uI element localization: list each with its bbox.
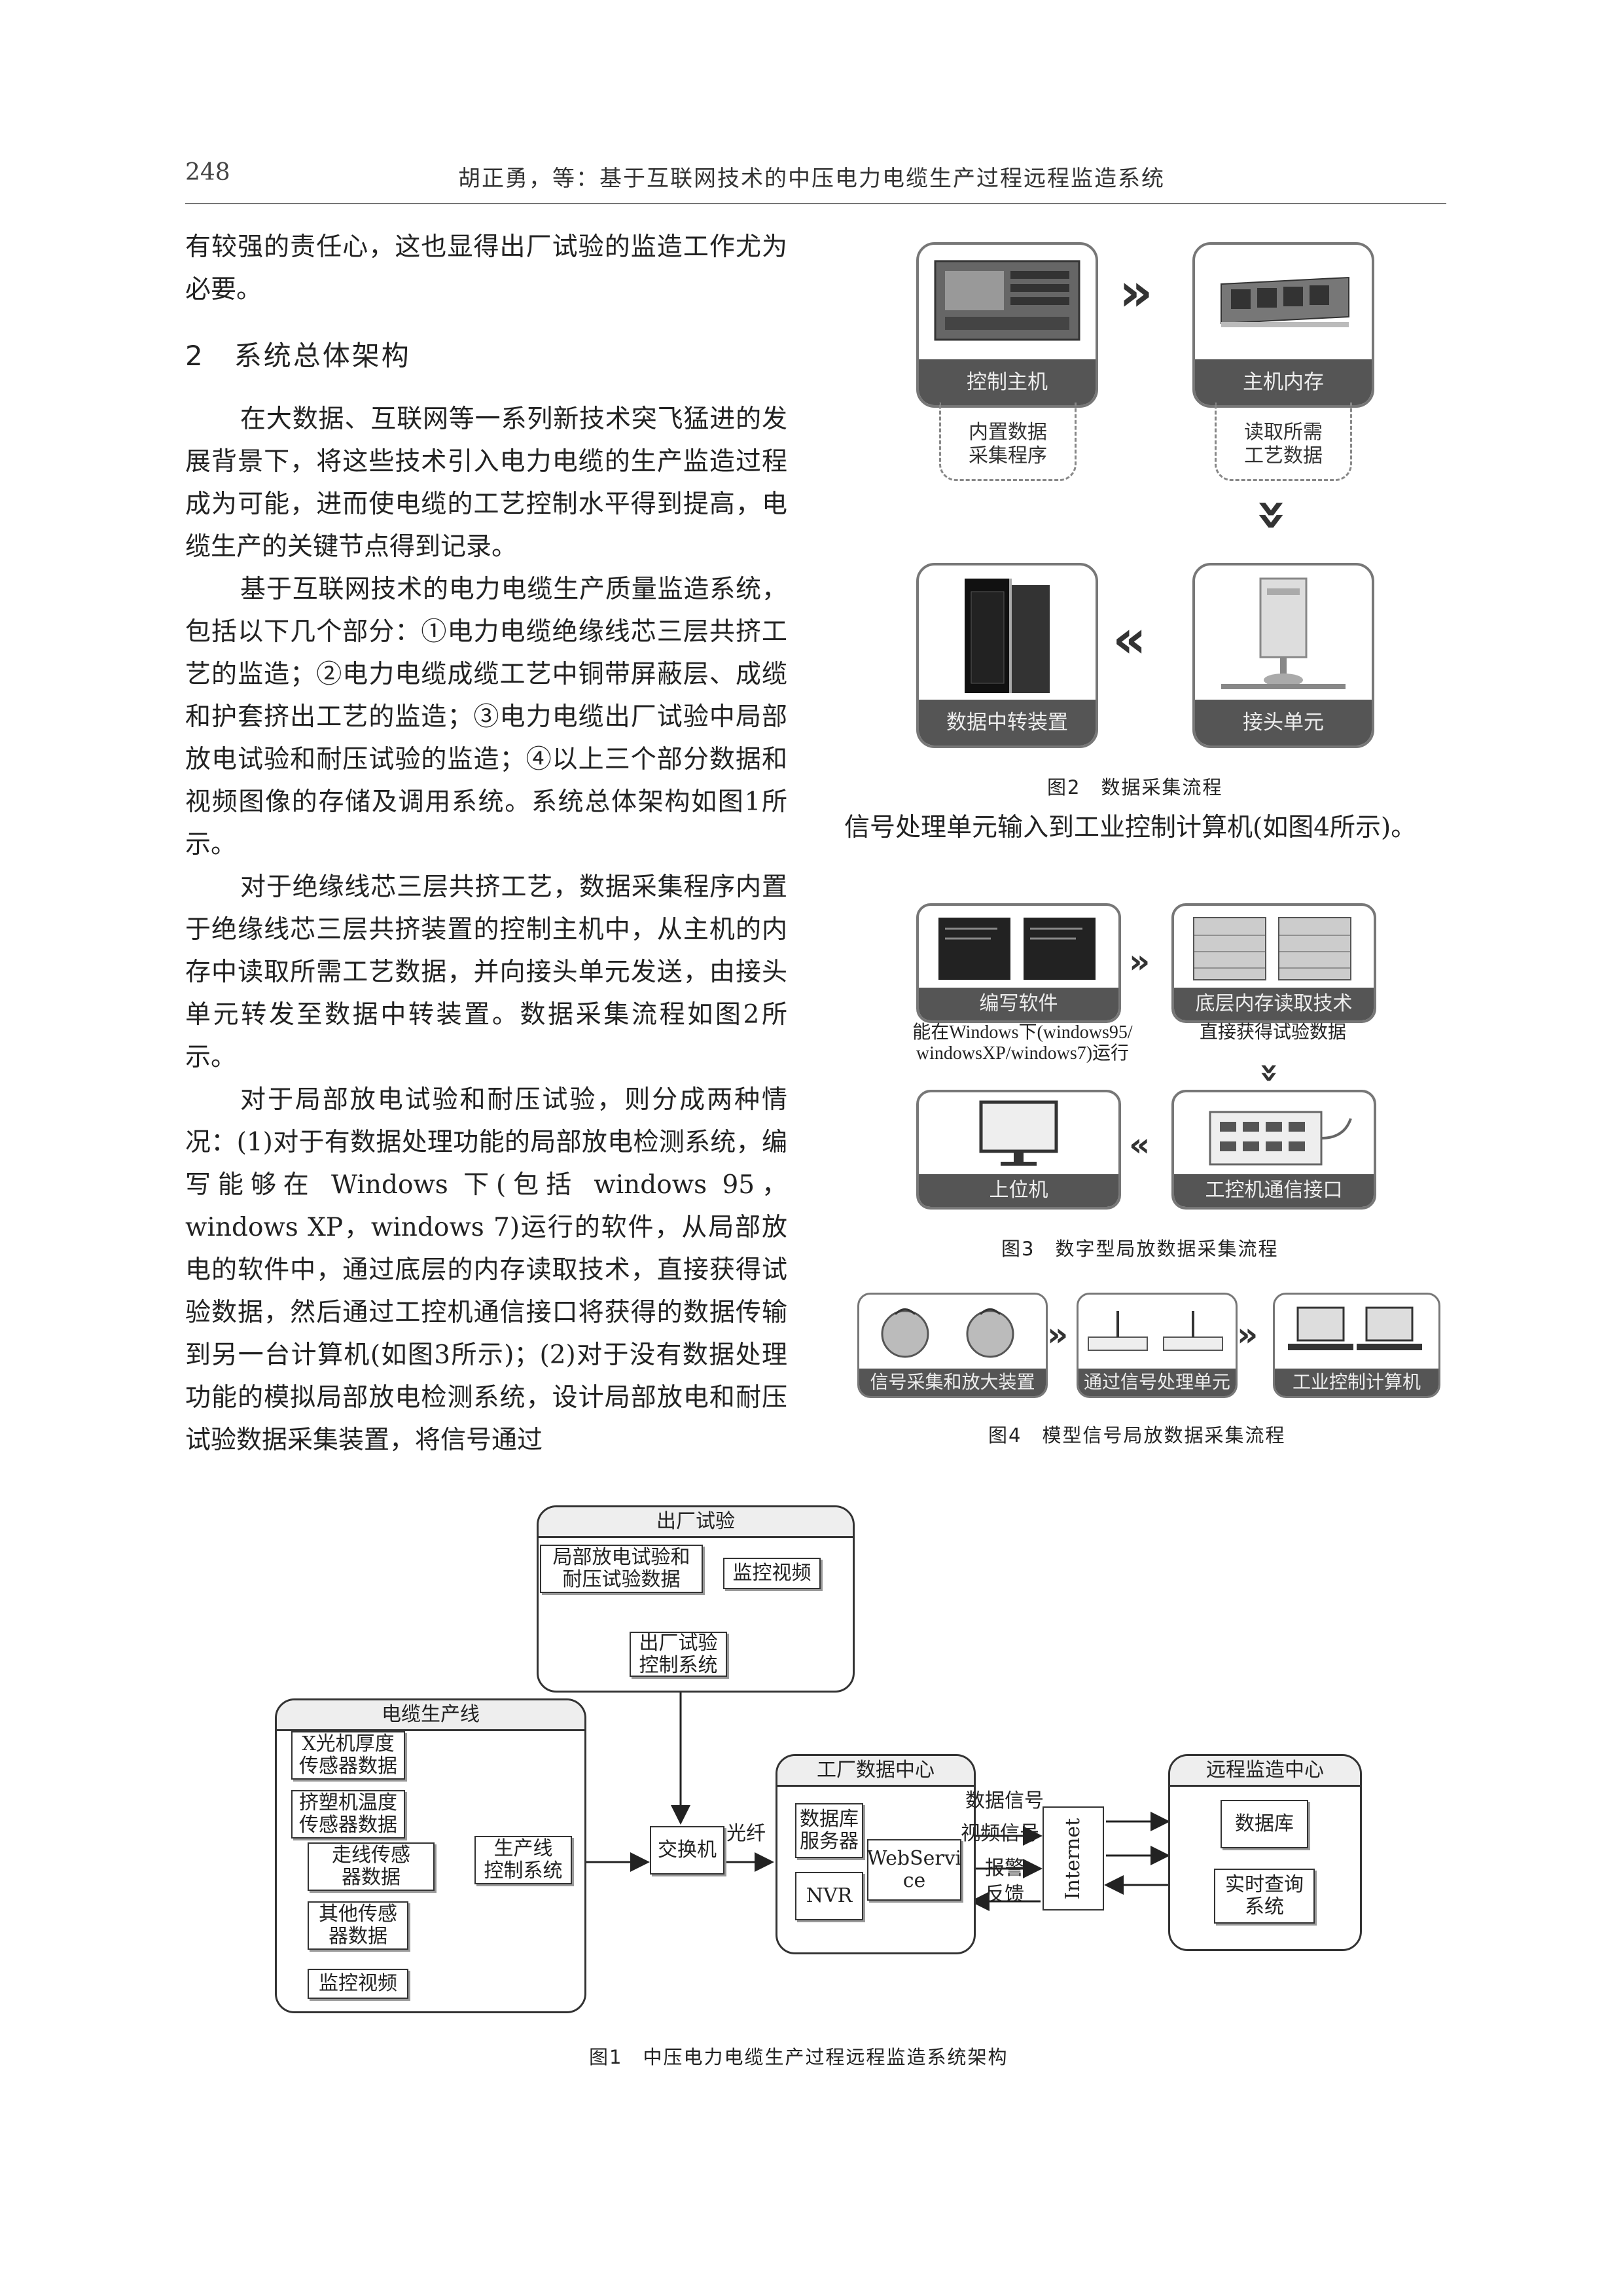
router-icon <box>1088 1311 1223 1351</box>
monitor-icon <box>979 1100 1058 1166</box>
spreadsheet-windows-icon <box>1193 917 1351 980</box>
header-rule <box>185 203 1446 204</box>
fig1-factory-control-box: 出厂试验 控制系统 <box>630 1632 727 1677</box>
fig1-internet-label: Internet <box>1061 1818 1085 1899</box>
server-chassis-icon <box>934 260 1080 341</box>
fig1-video-signal-label: 视频信号 <box>961 1822 1039 1845</box>
fig1-caption: 图1 中压电力电缆生产过程远程监造系统架构 <box>589 2046 1008 2068</box>
fig4-step2-label: 通过信号处理单元 <box>1079 1369 1236 1396</box>
fig4-step1-label: 信号采集和放大装置 <box>859 1369 1046 1396</box>
paragraph-1: 在大数据、互联网等一系列新技术突飞猛进的发展背景下，将这些技术引入电力电缆的生产… <box>185 404 787 562</box>
paragraph-2: 基于互联网技术的电力电缆生产质量监造系统，包括以下几个部分：①电力电缆绝缘线芯三… <box>185 575 787 859</box>
fig1-internet-box: Internet <box>1043 1806 1104 1910</box>
chevron-right-icon: » <box>1119 262 1153 323</box>
fig1-xray-box: X光机厚度 传感器数据 <box>291 1731 405 1780</box>
fig2-caption: 图2 数据采集流程 <box>1047 776 1223 798</box>
fig1-factory-test-title: 出厂试验 <box>539 1507 853 1538</box>
fig1-line-control-box: 生产线 控制系统 <box>474 1836 572 1884</box>
fig3-ipc-interface-label: 工控机通信接口 <box>1174 1174 1374 1207</box>
fig1-line-video-box: 监控视频 <box>308 1969 408 1999</box>
fig1-factory-center-title: 工厂数据中心 <box>777 1756 974 1787</box>
fig2-relay-device-label: 数据中转装置 <box>919 700 1096 745</box>
chevron-right-icon: » <box>1129 942 1150 980</box>
fig3-host-pc-label: 上位机 <box>919 1174 1118 1207</box>
fig2-control-host-label: 控制主机 <box>919 359 1096 405</box>
fig3-caption: 图3 数字型局放数据采集流程 <box>1001 1238 1279 1260</box>
fig1-data-signal-label: 数据信号 <box>965 1789 1044 1812</box>
fig2-joint-unit-card: 接头单元 <box>1192 563 1374 748</box>
fig4-step3-label: 工业控制计算机 <box>1275 1369 1438 1396</box>
fig1-alarm-label: 报警 <box>985 1857 1024 1880</box>
fig2-relay-device-card: 数据中转装置 <box>916 563 1098 748</box>
rack-server-icon <box>965 579 1050 693</box>
workstation-icon <box>1288 1306 1422 1350</box>
fig1-fiber-label: 光纤 <box>726 1822 766 1845</box>
paragraph-5: 信号处理单元输入到工业控制计算机(如图4所示)。 <box>844 813 1417 842</box>
page-number: 248 <box>185 159 230 186</box>
fig4-step3-card: 工业控制计算机 <box>1273 1293 1440 1398</box>
fig1-query-box: 实时查询 系统 <box>1214 1869 1315 1924</box>
fig2-host-memory-label: 主机内存 <box>1195 359 1372 405</box>
fig1-db-server-box: 数据库 服务器 <box>795 1803 863 1858</box>
fig1-remote-center-title: 远程监造中心 <box>1170 1756 1360 1787</box>
fig3-write-software-label: 编写软件 <box>919 988 1118 1020</box>
paragraph-3: 对于绝缘线芯三层共挤工艺，数据采集程序内置于绝缘线芯三层共挤装置的控制主机中，从… <box>185 872 787 1072</box>
fig3-ipc-interface-card: 工控机通信接口 <box>1171 1090 1376 1210</box>
fig2-host-memory-card: 主机内存 <box>1192 242 1374 408</box>
fig1-nvr-box: NVR <box>795 1872 863 1920</box>
fig4-step1-card: 信号采集和放大装置 <box>857 1293 1048 1398</box>
chevron-right-icon: » <box>1237 1316 1258 1354</box>
section-heading: 2 系统总体架构 <box>185 340 411 372</box>
satellite-dish-icon <box>881 1308 1014 1358</box>
fig1-cable-line-title: 电缆生产线 <box>277 1700 584 1731</box>
chevron-left-icon: « <box>1129 1126 1150 1164</box>
usb-hub-icon <box>1209 1111 1352 1166</box>
fig3-note-left: 能在Windows下(windows95/ windowsXP/windows7… <box>912 1022 1133 1064</box>
fig2-read-note: 读取所需 工艺数据 <box>1215 403 1352 481</box>
fig2-joint-unit-label: 接头单元 <box>1195 700 1372 745</box>
fig1-remote-db-box: 数据库 <box>1221 1800 1308 1848</box>
running-title: 胡正勇，等：基于互联网技术的中压电力电缆生产过程远程监造系统 <box>458 166 1165 192</box>
fig1-feedback-label: 反馈 <box>985 1883 1024 1906</box>
paragraph-0: 有较强的责任心，这也显得出厂试验的监造工作尤为必要。 <box>185 232 787 304</box>
network-pc-icon <box>1221 577 1346 689</box>
paragraph-4: 对于局部放电试验和耐压试验，则分成两种情况：(1)对于有数据处理功能的局部放电检… <box>185 1085 787 1455</box>
fig3-host-pc-card: 上位机 <box>916 1090 1121 1210</box>
chevron-left-icon: « <box>1113 609 1147 670</box>
fig1-extruder-box: 挤塑机温度 传感器数据 <box>291 1790 405 1839</box>
fig2-builtin-note: 内置数据 采集程序 <box>939 403 1077 481</box>
fig2-control-host-card: 控制主机 <box>916 242 1098 408</box>
fig3-write-software-card: 编写软件 <box>916 903 1121 1023</box>
memory-module-icon <box>1221 276 1349 327</box>
fig1-other-box: 其他传感 器数据 <box>308 1901 408 1950</box>
fig1-pd-data-box: 局部放电试验和 耐压试验数据 <box>540 1545 703 1593</box>
fig3-memory-read-label: 底层内存读取技术 <box>1174 988 1374 1020</box>
fig4-caption: 图4 模型信号局放数据采集流程 <box>988 1424 1286 1446</box>
fig3-note-right: 直接获得试验数据 <box>1199 1022 1346 1043</box>
chevron-right-icon: » <box>1047 1316 1069 1354</box>
terminal-windows-icon <box>938 918 1096 980</box>
fig4-step2-card: 通过信号处理单元 <box>1077 1293 1238 1398</box>
fig3-memory-read-card: 底层内存读取技术 <box>1171 903 1376 1023</box>
fig1-wire-box: 走线传感 器数据 <box>308 1842 435 1891</box>
fig1-factory-video-box: 监控视频 <box>723 1558 821 1589</box>
fig1-webservice-box: WebServi ce <box>867 1839 961 1901</box>
fig1-switch-box: 交换机 <box>650 1826 724 1874</box>
